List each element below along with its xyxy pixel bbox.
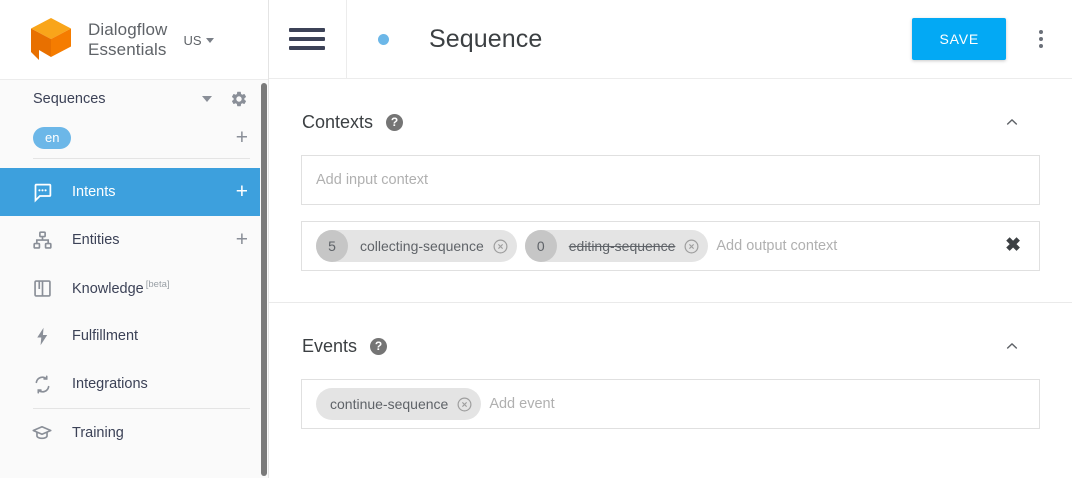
contexts-section: Contexts ? 5 collecting-sequence bbox=[301, 79, 1040, 271]
sidebar-item-label: Integrations bbox=[72, 376, 148, 392]
contexts-title: Contexts bbox=[302, 111, 374, 132]
remove-circle-icon[interactable] bbox=[456, 396, 473, 413]
language-row: en + bbox=[0, 118, 268, 158]
top-bar: Sequence SAVE bbox=[269, 0, 1072, 79]
sidebar-item-label: Knowledge[beta] bbox=[72, 279, 170, 297]
input-context-input[interactable] bbox=[316, 156, 1025, 204]
agent-name[interactable]: Sequences bbox=[33, 91, 106, 107]
input-context-field[interactable] bbox=[301, 155, 1040, 205]
sidebar-item-label: Training bbox=[72, 425, 124, 441]
sidebar-divider-bottom bbox=[33, 408, 250, 409]
region-label: US bbox=[183, 33, 202, 48]
region-selector[interactable]: US bbox=[183, 33, 214, 48]
agent-selector-row: Sequences bbox=[0, 80, 268, 118]
events-section: Events ? continue-sequence bbox=[301, 303, 1040, 429]
event-input[interactable] bbox=[489, 380, 1025, 428]
sidebar-item-fulfillment[interactable]: Fulfillment bbox=[0, 312, 268, 360]
chip-count: 5 bbox=[316, 230, 348, 262]
chip-label: collecting-sequence bbox=[360, 238, 484, 254]
help-circle-icon[interactable]: ? bbox=[370, 337, 388, 355]
sidebar: Dialogflow Essentials US Sequences en + bbox=[0, 0, 269, 478]
sidebar-item-intents[interactable]: Intents + bbox=[0, 168, 268, 216]
page-title: Sequence bbox=[429, 24, 543, 53]
sidebar-item-label: Fulfillment bbox=[72, 328, 139, 344]
events-title: Events bbox=[302, 335, 358, 356]
section-divider bbox=[269, 302, 1072, 303]
book-icon bbox=[30, 276, 54, 300]
brand-name-line2: Essentials bbox=[88, 39, 167, 59]
entities-hierarchy-icon bbox=[30, 228, 54, 252]
output-context-input[interactable] bbox=[716, 222, 998, 270]
output-context-field[interactable]: 5 collecting-sequence 0 editing-sequence bbox=[301, 221, 1040, 271]
remove-circle-icon[interactable] bbox=[492, 238, 509, 255]
sidebar-item-knowledge[interactable]: Knowledge[beta] bbox=[0, 264, 268, 312]
sidebar-scrollbar-thumb[interactable] bbox=[261, 83, 267, 476]
events-field[interactable]: continue-sequence bbox=[301, 379, 1040, 429]
add-language-plus-icon[interactable]: + bbox=[235, 126, 248, 149]
close-x-icon[interactable]: ✖ bbox=[1005, 235, 1021, 256]
main-panel: Sequence SAVE Contexts ? bbox=[269, 0, 1072, 478]
caret-down-icon bbox=[205, 38, 214, 43]
contexts-header: Contexts ? bbox=[301, 105, 1040, 139]
status-dot-icon bbox=[378, 33, 389, 45]
sidebar-item-label: Intents bbox=[72, 184, 116, 200]
save-button[interactable]: SAVE bbox=[912, 18, 1006, 60]
beta-badge: [beta] bbox=[145, 279, 170, 291]
chevron-up-icon[interactable] bbox=[1004, 338, 1020, 354]
kebab-menu-icon[interactable] bbox=[1024, 30, 1058, 48]
graduation-cap-icon bbox=[30, 421, 54, 445]
add-intent-plus-icon[interactable]: + bbox=[235, 180, 248, 203]
sidebar-divider-top bbox=[33, 158, 250, 159]
caret-down-icon[interactable] bbox=[202, 96, 212, 102]
brand-name-line1: Dialogflow bbox=[88, 19, 168, 39]
sidebar-item-entities[interactable]: Entities + bbox=[0, 216, 268, 264]
brand-name: Dialogflow Essentials bbox=[88, 20, 167, 60]
context-chip-editing-sequence[interactable]: 0 editing-sequence bbox=[524, 230, 709, 262]
events-header: Events ? bbox=[301, 329, 1040, 363]
sidebar-item-label: Entities bbox=[72, 232, 120, 248]
language-chip-en[interactable]: en bbox=[33, 127, 72, 149]
event-chip-continue-sequence[interactable]: continue-sequence bbox=[316, 388, 482, 420]
sidebar-item-training[interactable]: Training bbox=[0, 409, 268, 457]
sidebar-item-integrations[interactable]: Integrations bbox=[0, 360, 268, 408]
brand-header: Dialogflow Essentials US bbox=[0, 0, 268, 80]
chip-count: 0 bbox=[524, 230, 557, 262]
context-chip-collecting-sequence[interactable]: 5 collecting-sequence bbox=[316, 230, 517, 262]
remove-circle-icon[interactable] bbox=[683, 238, 700, 255]
chip-label: editing-sequence bbox=[568, 238, 676, 254]
sidebar-nav: Intents + Entities + bbox=[0, 168, 268, 457]
chip-label: continue-sequence bbox=[330, 396, 449, 412]
chat-bubble-icon bbox=[30, 180, 54, 204]
dialogflow-cube-logo bbox=[28, 16, 74, 64]
add-entity-plus-icon[interactable]: + bbox=[235, 228, 248, 251]
hamburger-menu-icon[interactable] bbox=[289, 28, 325, 50]
sidebar-item-text: Knowledge bbox=[72, 280, 144, 297]
topbar-divider bbox=[346, 0, 347, 79]
content-area: Contexts ? 5 collecting-sequence bbox=[269, 79, 1072, 429]
gear-icon[interactable] bbox=[230, 90, 248, 108]
refresh-arrows-icon bbox=[30, 372, 54, 396]
bolt-icon bbox=[30, 324, 54, 348]
help-circle-icon[interactable]: ? bbox=[386, 113, 404, 131]
chevron-up-icon[interactable] bbox=[1004, 114, 1020, 130]
